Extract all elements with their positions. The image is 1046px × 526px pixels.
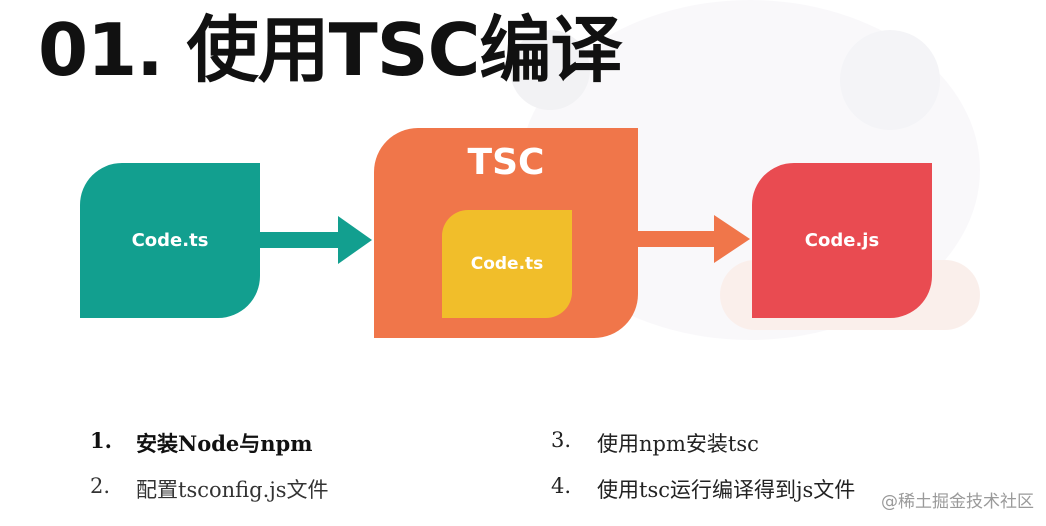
- list-item: 4. 使用tsc运行编译得到js文件: [551, 474, 855, 504]
- inner-code-node: Code.ts: [442, 210, 572, 318]
- list-item: 1. 安装Node与npm: [90, 428, 312, 458]
- tsc-label: TSC: [467, 142, 545, 183]
- output-code-label: Code.js: [804, 230, 880, 251]
- list-item: 3. 使用npm安装tsc: [551, 428, 759, 458]
- output-code-node: Code.js: [752, 163, 932, 318]
- step-text: 安装Node与npm: [136, 431, 313, 456]
- page-title: 01. 使用TSC编译: [38, 8, 622, 92]
- arrow-right-icon: [638, 215, 750, 263]
- source-code-label: Code.ts: [131, 230, 209, 251]
- step-text: 配置tsconfig.js文件: [136, 478, 329, 502]
- inner-code-label: Code.ts: [470, 254, 544, 274]
- step-number: 4.: [551, 474, 572, 498]
- watermark: @稀土掘金技术社区: [881, 492, 1034, 512]
- step-text: 使用npm安装tsc: [597, 432, 759, 456]
- source-code-node: Code.ts: [80, 163, 260, 318]
- step-text: 使用tsc运行编译得到js文件: [597, 478, 856, 502]
- list-item: 2. 配置tsconfig.js文件: [90, 474, 329, 504]
- arrow-right-icon: [258, 216, 372, 264]
- tsc-compiler-node: TSC Code.ts: [374, 128, 638, 338]
- step-number: 2.: [90, 474, 111, 498]
- step-number: 1.: [90, 428, 112, 453]
- step-number: 3.: [551, 428, 572, 452]
